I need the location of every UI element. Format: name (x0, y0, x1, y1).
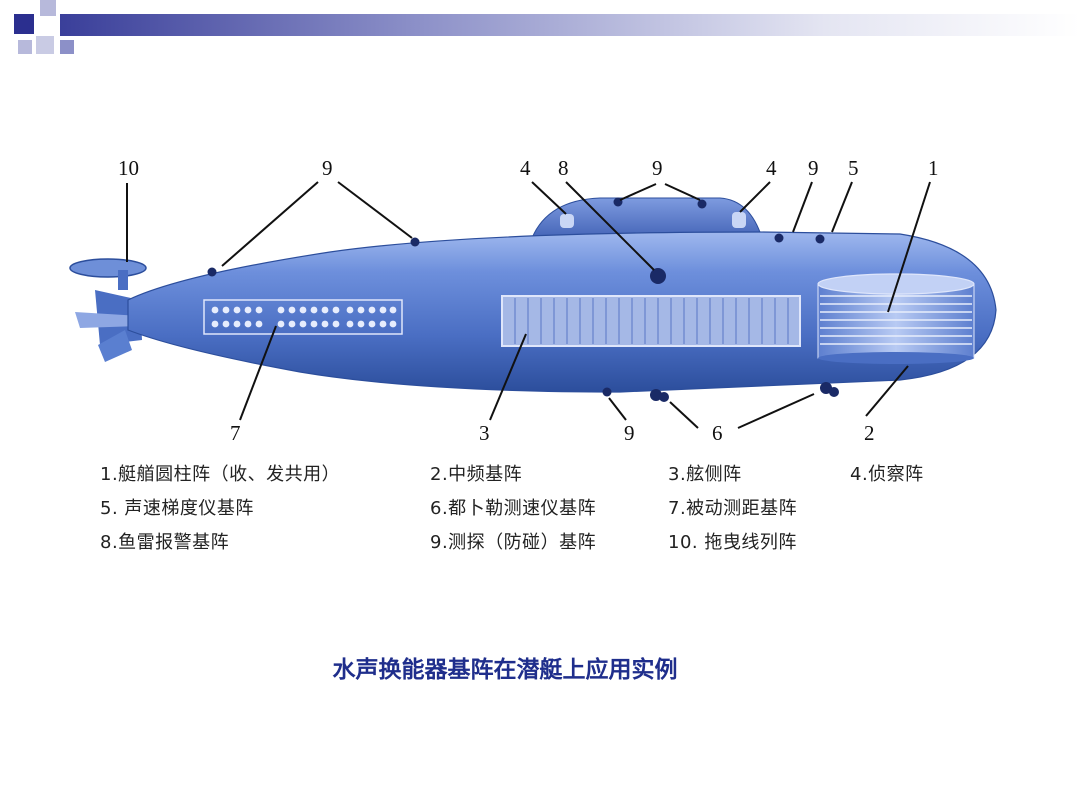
bow-cylindrical-array (817, 273, 975, 364)
flank-array (501, 295, 801, 347)
label-9-bottom: 9 (624, 421, 635, 445)
label-9-top-center: 9 (652, 156, 663, 180)
number-labels: 10 9 4 8 9 4 9 5 1 7 3 9 6 2 (118, 156, 939, 445)
submarine-sail (531, 197, 763, 239)
label-6-bottom: 6 (712, 421, 723, 445)
label-8-top: 8 (558, 156, 569, 180)
label-5-top: 5 (848, 156, 859, 180)
label-4-top-right: 4 (766, 156, 777, 180)
label-9-top-left: 9 (322, 156, 333, 180)
leader-lines (126, 181, 931, 429)
label-3-bottom: 3 (479, 421, 490, 445)
label-7-bottom: 7 (230, 421, 241, 445)
label-4-top-left: 4 (520, 156, 531, 180)
label-2-bottom: 2 (864, 421, 875, 445)
label-1-top: 1 (928, 156, 939, 180)
label-10-top: 10 (118, 156, 139, 180)
figure-caption: 水声换能器基阵在潜艇上应用实例 (332, 657, 678, 683)
passive-ranging-array (203, 299, 403, 335)
label-9-top-right: 9 (808, 156, 819, 180)
header-decoration (14, 0, 1080, 54)
